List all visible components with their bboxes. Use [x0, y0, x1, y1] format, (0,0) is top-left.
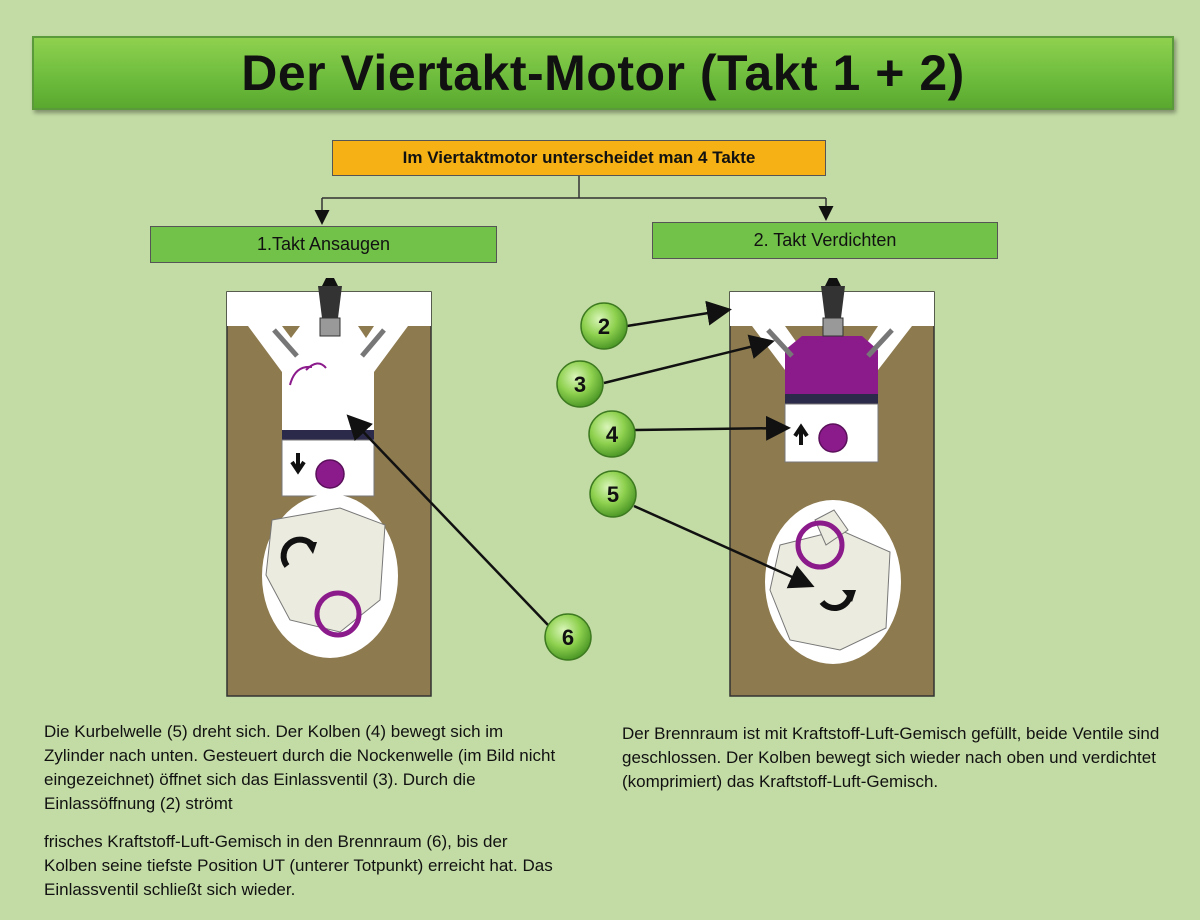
- badge-5: 5: [589, 470, 637, 518]
- callout-arrows: [346, 300, 815, 626]
- exhaust-valve-2: [866, 328, 894, 358]
- compressed-mixture: [785, 336, 878, 394]
- intake-valve-2: [766, 328, 794, 358]
- badge-2: 2: [580, 302, 628, 350]
- svg-text:5: 5: [607, 482, 619, 507]
- badge-6: 6: [544, 613, 592, 661]
- badge-4: 4: [588, 410, 636, 458]
- svg-text:2: 2: [598, 314, 610, 339]
- stroke-2-description: Der Brennraum ist mit Kraftstoff-Luft-Ge…: [622, 724, 1160, 791]
- svg-text:4: 4: [606, 422, 619, 447]
- piston-pin-icon: [315, 459, 345, 489]
- exhaust-valve-1: [360, 328, 386, 358]
- page-title: Der Viertakt-Motor (Takt 1 + 2): [241, 45, 965, 101]
- piston-up-arrow-icon: [793, 423, 809, 445]
- crank-rotation-icon: [280, 536, 316, 568]
- svg-text:3: 3: [574, 372, 586, 397]
- crank-journal-icon: [314, 590, 362, 638]
- subtitle-box: Im Viertaktmotor unterscheidet man 4 Tak…: [332, 140, 826, 176]
- stroke-1-label: 1.Takt Ansaugen: [150, 226, 497, 263]
- piston-down-arrow-icon: [290, 453, 306, 475]
- intake-valve-1: [272, 328, 299, 358]
- stroke-1-description-part-2: frisches Kraftstoff-Luft-Gemisch in den …: [44, 832, 553, 899]
- engine-2-compression: [729, 278, 935, 697]
- engine-1-intake: [226, 278, 432, 697]
- svg-text:6: 6: [562, 625, 574, 650]
- piston-pin-icon-2: [818, 423, 848, 453]
- crank-rotation-icon-2: [819, 594, 853, 611]
- badge-3: 3: [556, 360, 604, 408]
- stroke-1-description-part-1: Die Kurbelwelle (5) dreht sich. Der Kolb…: [44, 722, 556, 813]
- subtitle-connectors: [314, 176, 834, 225]
- stroke-2-label: 2. Takt Verdichten: [652, 222, 998, 259]
- crank-journal-icon-2: [795, 520, 845, 570]
- title-banner: Der Viertakt-Motor (Takt 1 + 2): [32, 36, 1174, 110]
